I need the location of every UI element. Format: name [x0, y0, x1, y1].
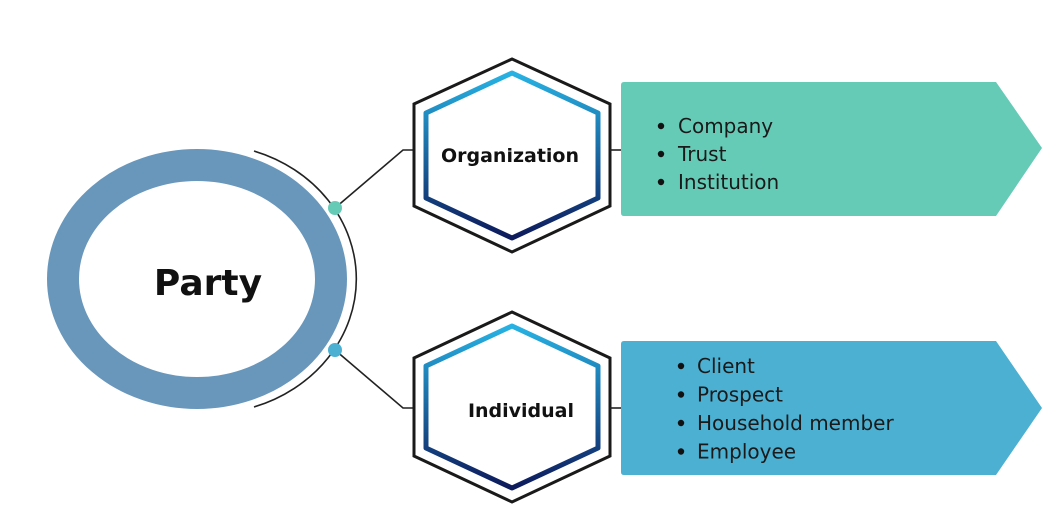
hexagon-inner-organization: [423, 70, 601, 241]
list-item-label: Prospect: [697, 383, 783, 407]
outer-arc: [253, 150, 358, 408]
hexagon-individual: Individual: [412, 310, 612, 504]
connector-individual: [328, 343, 414, 409]
list-item-label: Employee: [697, 440, 796, 464]
list-item-individual: Household member: [677, 411, 894, 435]
bullet-icon: [677, 448, 685, 455]
list-item-label: Institution: [678, 170, 779, 194]
arrow-shape-organization: [621, 82, 1042, 216]
list-item-individual: Employee: [677, 440, 796, 464]
list-item-label: Company: [678, 114, 773, 138]
hexagon-inner-individual: [423, 323, 601, 491]
bullet-icon: [677, 362, 685, 370]
party-label: Party: [154, 263, 262, 304]
connector-dot-individual: [328, 343, 342, 357]
bullet-icon: [657, 122, 665, 130]
party-ring: [47, 149, 347, 409]
party-node: Party: [47, 149, 347, 409]
list-item-organization: Company: [657, 114, 773, 138]
list-item-label: Client: [697, 354, 755, 378]
list-item-individual: Client: [677, 354, 755, 378]
list-item-label: Household member: [697, 411, 894, 435]
list-item-organization: Institution: [657, 170, 779, 194]
bullet-icon: [677, 419, 685, 427]
list-item-organization: Trust: [657, 142, 727, 166]
connector-dot-organization: [328, 201, 342, 215]
bullet-icon: [657, 150, 665, 158]
hexagon-organization: Organization: [412, 57, 612, 254]
hexagon-label-organization: Organization: [441, 145, 579, 167]
bullet-icon: [677, 391, 685, 398]
connector-organization: [328, 149, 414, 215]
list-item-individual: Prospect: [677, 383, 783, 407]
bullet-icon: [657, 178, 665, 186]
list-item-label: Trust: [677, 142, 727, 166]
arrow-shape-individual: [621, 341, 1042, 475]
hexagon-label-individual: Individual: [468, 400, 574, 422]
